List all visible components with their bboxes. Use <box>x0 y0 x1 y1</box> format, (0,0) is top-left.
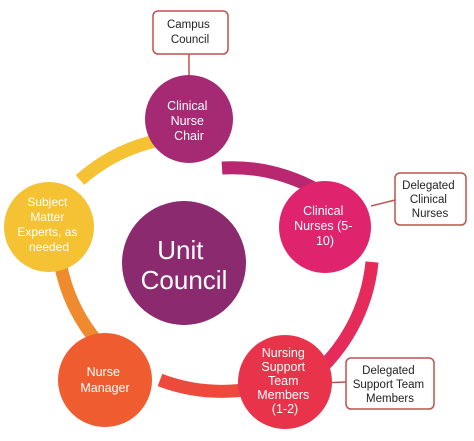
node-label: Nurse Manager <box>80 365 129 395</box>
node-label-line: Clinical <box>167 99 207 113</box>
center-node-unit-council: Unit Council <box>122 201 246 325</box>
node-nurse-manager: Nurse Manager <box>58 333 152 427</box>
node-clinical-nurses: Clinical Nurses (5- 10) <box>279 181 371 273</box>
node-label-line: Nursing <box>262 346 305 360</box>
node-label-line: (1-2) <box>272 402 298 416</box>
callout-label: Campus Council <box>167 19 213 46</box>
node-label-line: Subject <box>27 195 68 209</box>
node-label-line: needed <box>29 240 69 254</box>
callout-label-line: Clinical <box>410 194 447 206</box>
ring-arc-experts-to-chair <box>75 133 162 185</box>
node-label-line: Manager <box>80 381 129 395</box>
connector-delegated-clinical-nurses <box>370 199 396 207</box>
callout-campus-council: Campus Council <box>152 10 229 55</box>
callout-label: Delegated Clinical Nurses <box>402 180 458 220</box>
center-label: Unit Council <box>141 235 228 295</box>
node-subject-matter-experts: Subject Matter Experts, as needed <box>4 182 94 272</box>
node-label-line: Members <box>257 388 309 402</box>
node-label-line: Nurses (5- <box>294 219 352 233</box>
node-label-line: Clinical <box>303 204 343 218</box>
node-label-line: Team <box>268 374 299 388</box>
callout-label-line: Members <box>366 393 414 405</box>
center-label-line-2: Council <box>141 265 228 295</box>
center-label-line-1: Unit <box>157 235 204 265</box>
node-nursing-support-team: Nursing Support Team Members (1-2) <box>238 335 332 429</box>
node-clinical-nurse-chair: Clinical Nurse Chair <box>145 75 233 163</box>
callout-label-line: Council <box>171 34 209 46</box>
node-circle <box>279 181 371 273</box>
node-label: Nursing Support Team Members (1-2) <box>257 346 313 416</box>
node-label: Subject Matter Experts, as needed <box>17 195 80 254</box>
node-label: Clinical Nurses (5- 10) <box>294 204 356 248</box>
node-label-line: 10) <box>316 234 334 248</box>
node-label-line: Experts, as <box>17 225 77 239</box>
callout-box <box>152 10 229 55</box>
ring-arc-manager-to-experts <box>53 260 105 350</box>
callout-delegated-clinical-nurses: Delegated Clinical Nurses <box>394 172 467 226</box>
callout-box <box>345 357 435 410</box>
callout-label-line: Support Team <box>353 379 424 391</box>
callout-box <box>394 172 467 226</box>
callout-label: Delegated Support Team Members <box>353 365 428 405</box>
node-label-line: Chair <box>174 129 204 143</box>
node-circle <box>58 333 152 427</box>
callout-label-line: Delegated <box>402 180 454 192</box>
callout-label-line: Nurses <box>412 208 449 220</box>
node-label-line: Nurse <box>171 114 204 128</box>
node-circle <box>4 182 94 272</box>
node-circle <box>145 75 233 163</box>
node-label-line: Nurse <box>87 365 120 379</box>
node-label-line: Matter <box>30 210 64 224</box>
callout-label-line: Delegated <box>362 365 414 377</box>
node-label: Clinical Nurse Chair <box>167 99 211 143</box>
node-label-line: Support <box>261 360 305 374</box>
center-circle <box>122 201 246 325</box>
callout-delegated-support-team: Delegated Support Team Members <box>345 357 435 410</box>
callout-label-line: Campus <box>167 19 210 31</box>
node-circle <box>238 335 332 429</box>
